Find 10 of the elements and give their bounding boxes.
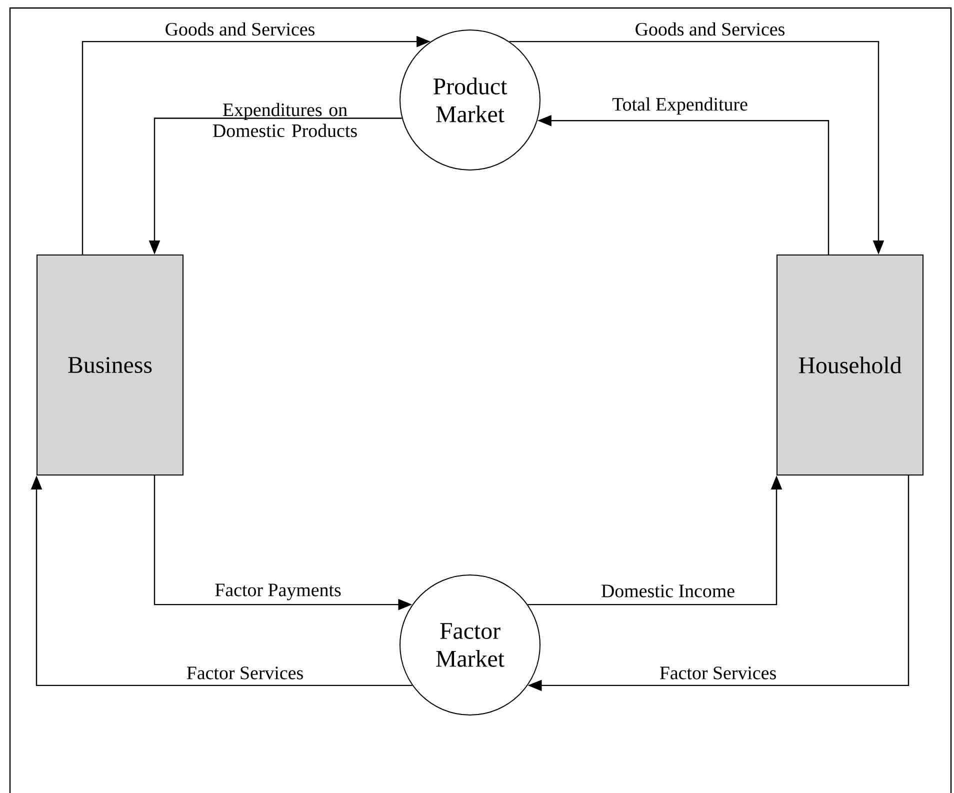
edge-label: Factor Services	[186, 666, 303, 680]
edge-label: Total Expenditure	[612, 97, 748, 115]
edge-label: Factor Payments	[215, 584, 341, 600]
edge-label: Factor Services	[660, 666, 776, 680]
edge-label: Domestic Income	[602, 584, 734, 598]
edge-label: Expenditures on Domestic Products	[213, 102, 357, 138]
sector-box: Household	[776, 254, 924, 476]
edge-label: Goods and Services	[166, 22, 314, 36]
edge-label: Goods and Services	[636, 22, 784, 36]
sector-box: Business	[36, 254, 184, 476]
